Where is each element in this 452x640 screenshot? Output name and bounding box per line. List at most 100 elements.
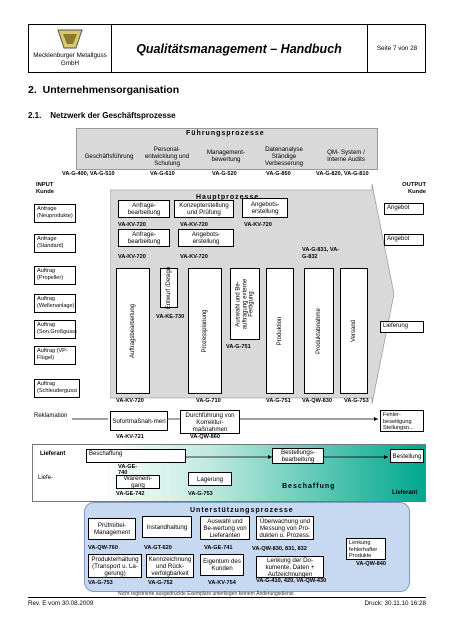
header: Mecklenburger Metallguss GmbH Qualitätsm… bbox=[28, 24, 426, 73]
unter-code-kv754: VA-KV-754 bbox=[208, 580, 236, 586]
fuehrung-code-2: VA-G-610 bbox=[150, 171, 175, 177]
beschaffung-code-753: VA-G-753 bbox=[188, 491, 213, 497]
haupt-code-b3: VA-G-751 bbox=[266, 398, 291, 404]
beschaffung-lagerung: Lagerung bbox=[188, 472, 232, 486]
unter-lenkung-doku: Lenkung der Do-kumente, Daten + Aufzeich… bbox=[256, 556, 324, 578]
section-heading: 2. Unternehmensorganisation bbox=[28, 84, 179, 96]
beschaffung-bestellung: Bestellung bbox=[390, 449, 424, 463]
section-number: 2. bbox=[28, 84, 37, 96]
beschaffung-liefe: Liefe- bbox=[38, 475, 54, 481]
fuehrung-band bbox=[76, 128, 378, 170]
footer-rule bbox=[28, 597, 426, 598]
haupt-code-b5: VA-G-753 bbox=[344, 398, 369, 404]
haupt-anfrage-2: Anfrage-bearbeitung bbox=[118, 229, 170, 247]
haupt-code-r2a: VA-KV-720 bbox=[118, 254, 146, 260]
input-auftrag-grossguss: Auftrag (Son.Großguss) bbox=[34, 320, 77, 339]
unter-code-qw830: VA-QW-830, 831, 832 bbox=[252, 546, 307, 552]
haupt-auftragsbearbeitung: Auftragsbearbeitung bbox=[116, 268, 150, 394]
fuehrung-box-qm: QM- System / Interne Audits bbox=[327, 149, 365, 163]
beschaffung-lieferant: Lieferant bbox=[40, 451, 66, 457]
output-title: OUTPUT Kunde bbox=[402, 182, 426, 195]
beschaffung-bestellungsbearbeitung: Bestellungs-bearbeitung bbox=[272, 448, 324, 464]
company-logo-icon bbox=[57, 29, 83, 49]
unter-kennzeichnung: Kennzeichnung und Rück-verfolgbarkeit bbox=[146, 554, 194, 578]
company-name: Mecklenburger Metallguss GmbH bbox=[33, 52, 107, 67]
document-title: Qualitätsmanagement – Handbuch bbox=[136, 41, 342, 56]
section-title: Unternehmensorganisation bbox=[42, 84, 180, 96]
haupt-angebot-1: Angebots-erstellung bbox=[242, 198, 288, 218]
unter-produkterhaltung: Produkterhaltung (Transport u. La-gerung… bbox=[88, 554, 142, 578]
haupt-code-r1b: VA-KV-720 bbox=[180, 222, 208, 228]
haupt-code-r2b: VA-KV-720 bbox=[180, 254, 208, 260]
haupt-code-b2: VA-G-710 bbox=[196, 398, 221, 404]
unter-code-qw840: VA-QW-840 bbox=[356, 561, 386, 567]
beschaffung-lieferant-out: Lieferant bbox=[392, 490, 418, 496]
output-angebot-1: Angebot bbox=[384, 203, 424, 215]
company-logo-cell: Mecklenburger Metallguss GmbH bbox=[29, 25, 112, 72]
input-auftrag-schleuderguss: Auftrag (Schleudergussi bbox=[34, 379, 80, 398]
unter-code-ge741: VA-GE-741 bbox=[204, 545, 233, 551]
reklamation-sofort-code: VA-KV-721 bbox=[116, 434, 144, 440]
fuehrung-box-datenanalyse: Datenanalyse Ständige Verbesserung bbox=[264, 145, 304, 167]
uncontrolled-copy-note: Nicht registrierte ausgedruckte Exemplar… bbox=[118, 591, 294, 597]
haupt-angebot-2: Angebots-erstellung bbox=[178, 229, 234, 247]
haupt-code-b4: VA-QW-830 bbox=[302, 398, 332, 404]
beschaffung-title: Beschaffung bbox=[282, 483, 336, 490]
subsection-title: Netzwerk der Geschäftsprozesse bbox=[50, 111, 176, 120]
beschaffung-ge-code: VA-GE-740 bbox=[118, 464, 138, 476]
haupt-code-r1a: VA-KV-720 bbox=[118, 222, 146, 228]
fuehrung-code-3: VA-G-520 bbox=[212, 171, 237, 177]
haupt-anfrage-1: Anfrage-bearbeitung bbox=[118, 200, 170, 218]
hauptprozesse-title: Hauptprozesse bbox=[196, 194, 260, 201]
unter-ueberwachung: Überwachung und Messung von Pro-dukten u… bbox=[256, 516, 314, 540]
fuehrung-box-personal: Personal-entwicklung und Schulung bbox=[144, 145, 190, 167]
input-auftrag-wellenanlage: Auftrag (Wellenanlage) bbox=[34, 294, 76, 313]
haupt-code-ke: VA-KE-730 bbox=[156, 314, 185, 320]
input-auftrag-vp-fluegel: Auftrag (VP-Flügel) bbox=[34, 346, 76, 365]
unter-code-g753: VA-G-753 bbox=[88, 580, 113, 586]
haupt-konzept: Konzepterstellung und Prüfung bbox=[174, 200, 234, 218]
output-lieferung: Lieferung bbox=[380, 321, 424, 333]
unterstuetzung-title: Unterstützungsprozesse bbox=[190, 507, 294, 514]
unter-code-gt620: VA-GT-620 bbox=[144, 545, 172, 551]
haupt-prozessplanung: Prozessplanung bbox=[188, 268, 222, 394]
fuehrung-box-management: Management-bewertung bbox=[206, 149, 246, 163]
haupt-code-g751: VA-G-751 bbox=[226, 344, 251, 350]
reklamation-sofort: Sofortmaßnah-men bbox=[110, 411, 168, 431]
haupt-code-b1: VA-KV-720 bbox=[116, 398, 144, 404]
haupt-produktion: Produktion bbox=[266, 268, 294, 394]
footer-revision: Rev. E vom 30.08.2009 bbox=[28, 600, 94, 607]
haupt-produktabnahme: Produktabnahme bbox=[304, 268, 334, 394]
unter-code-g410: VA-G-410, 420, VA-QW-430 bbox=[256, 578, 327, 584]
unter-auswahl: Auswahl und Be-wertung von Lieferanten bbox=[200, 516, 250, 540]
fuehrung-code-4: VA-G-850 bbox=[266, 171, 291, 177]
beschaffung-wareneingang: Warenein-gang bbox=[116, 475, 160, 489]
input-title: INPUT Kunde bbox=[36, 182, 55, 195]
page-number: Seite 7 von 28 bbox=[367, 25, 426, 72]
haupt-auswahl-fertigung: Auswahl und Be-auftragung externe Fertig… bbox=[230, 268, 260, 340]
beschaffung-code-742: VA-GE-742 bbox=[116, 491, 145, 497]
input-anfrage-neu: Anfrage (Neuprodukte) bbox=[34, 204, 76, 223]
input-anfrage-standard: Anfrage (Standard) bbox=[34, 234, 76, 253]
haupt-entwurf-design: Entwurf /Design bbox=[160, 267, 178, 309]
reklamation-fehler: Fehler-beseitigung Stellungsn... bbox=[380, 410, 424, 432]
beschaffung-beschaffung-box: Beschaffung bbox=[86, 449, 186, 463]
subsection-heading: 2.1. Netzwerk der Geschäftsprozesse bbox=[28, 111, 176, 120]
unter-eigentum: Eigentum des Kunden bbox=[200, 554, 244, 576]
input-auftrag-propeller: Auftrag (Propeller) bbox=[34, 266, 76, 285]
reklamation-korrektur: Durchführung von Korrektur-maßnahmen bbox=[180, 410, 240, 434]
unter-pruefmittel: Prüfmittel-Management bbox=[88, 518, 136, 540]
unter-instandhaltung: Instandhaltung bbox=[142, 516, 192, 538]
unter-code-qw760: VA-QW-760 bbox=[88, 545, 118, 551]
unter-code-g752: VA-G-752 bbox=[148, 580, 173, 586]
fuehrung-code-5: VA-G-820, VA-G-810 bbox=[316, 171, 369, 177]
beschaffung-arrows bbox=[186, 455, 388, 459]
haupt-versand: Versand bbox=[340, 268, 368, 394]
unter-lenkung-fehler: Lenkung fehlerhafter Produkte bbox=[346, 538, 386, 560]
subsection-number: 2.1. bbox=[28, 111, 42, 120]
fuehrung-code-1: VA-G-400, VA-G-510 bbox=[62, 171, 115, 177]
output-angebot-2: Angebot bbox=[384, 234, 424, 246]
haupt-code-r1c: VA-KV-720 bbox=[244, 222, 272, 228]
haupt-code-r2c: VA-G-831, VA-G-832 bbox=[302, 247, 340, 260]
